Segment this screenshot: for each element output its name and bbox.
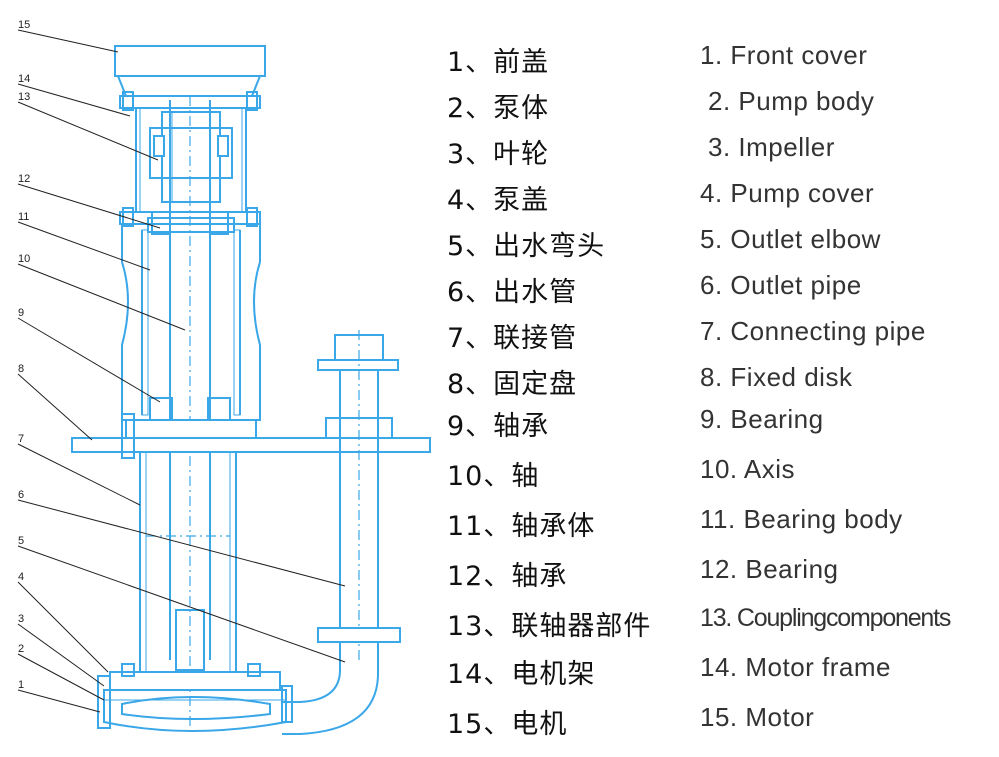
outlet-elbow bbox=[282, 642, 379, 735]
part-name-zh: 5、出水弯头 bbox=[447, 231, 606, 262]
callout-7: 7 bbox=[18, 433, 24, 445]
part-name-zh: 1、前盖 bbox=[447, 47, 550, 78]
callout-15: 15 bbox=[18, 19, 30, 31]
pump-cross-section-diagram: 15 14 13 12 11 10 9 8 7 6 5 4 3 2 1 bbox=[17, 19, 431, 735]
bearing-upper bbox=[151, 211, 229, 235]
callout-4: 4 bbox=[18, 571, 24, 583]
callout-5: 5 bbox=[18, 535, 24, 547]
part-name-zh: 4、泵盖 bbox=[447, 185, 550, 216]
callout-12: 12 bbox=[18, 173, 30, 185]
callout-numbers: 15 14 13 12 11 10 9 8 7 6 5 4 3 2 1 bbox=[18, 19, 30, 691]
part-name-en: 6. Outlet pipe bbox=[700, 270, 862, 300]
bearing-body bbox=[121, 217, 261, 421]
motor bbox=[114, 45, 266, 97]
part-name-zh: 11、轴承体 bbox=[447, 511, 596, 542]
part-name-zh: 15、电机 bbox=[447, 709, 568, 740]
part-name-zh: 12、轴承 bbox=[447, 561, 568, 592]
part-name-en: 2. Pump body bbox=[708, 86, 875, 116]
part-name-en: 1. Front cover bbox=[700, 40, 868, 70]
part-name-en: 3. Impeller bbox=[708, 132, 835, 162]
callout-14: 14 bbox=[18, 73, 30, 85]
callout-3: 3 bbox=[18, 613, 24, 625]
part-name-zh: 8、固定盘 bbox=[447, 369, 578, 400]
impeller bbox=[121, 696, 271, 720]
callout-leaders bbox=[17, 29, 346, 713]
part-name-en: 13. Couplingcomponents bbox=[700, 604, 951, 632]
part-name-en: 8. Fixed disk bbox=[700, 362, 853, 392]
callout-10: 10 bbox=[18, 253, 30, 265]
part-name-zh: 2、泵体 bbox=[447, 93, 550, 124]
part-name-en: 9. Bearing bbox=[700, 404, 824, 434]
callout-13: 13 bbox=[18, 91, 30, 103]
callout-6: 6 bbox=[18, 489, 24, 501]
part-name-zh: 7、联接管 bbox=[447, 323, 578, 354]
connecting-pipe bbox=[139, 452, 237, 672]
coupling-components bbox=[149, 111, 233, 203]
part-name-en: 14. Motor frame bbox=[700, 652, 892, 682]
part-name-en: 4. Pump cover bbox=[700, 178, 875, 208]
callout-2: 2 bbox=[18, 643, 24, 655]
part-name-en: 15. Motor bbox=[700, 702, 815, 732]
part-name-zh: 10、轴 bbox=[447, 461, 540, 492]
outlet-pipe bbox=[317, 330, 401, 660]
part-name-en: 7. Connecting pipe bbox=[700, 316, 926, 346]
callout-1: 1 bbox=[18, 679, 24, 691]
part-name-zh: 14、电机架 bbox=[447, 659, 596, 690]
shaft bbox=[169, 96, 211, 730]
part-name-en: 11. Bearing body bbox=[700, 504, 903, 534]
callout-8: 8 bbox=[18, 363, 24, 375]
part-name-zh: 6、出水管 bbox=[447, 277, 578, 308]
part-name-zh: 13、联轴器部件 bbox=[447, 611, 652, 642]
part-name-zh: 3、叶轮 bbox=[447, 139, 550, 170]
callout-11: 11 bbox=[18, 211, 29, 223]
part-name-en: 5. Outlet elbow bbox=[700, 224, 881, 254]
part-name-en: 10. Axis bbox=[700, 454, 796, 484]
part-name-zh: 9、轴承 bbox=[447, 411, 550, 442]
part-name-en: 12. Bearing bbox=[700, 554, 839, 584]
callout-9: 9 bbox=[18, 307, 24, 319]
front-cover bbox=[97, 675, 293, 729]
